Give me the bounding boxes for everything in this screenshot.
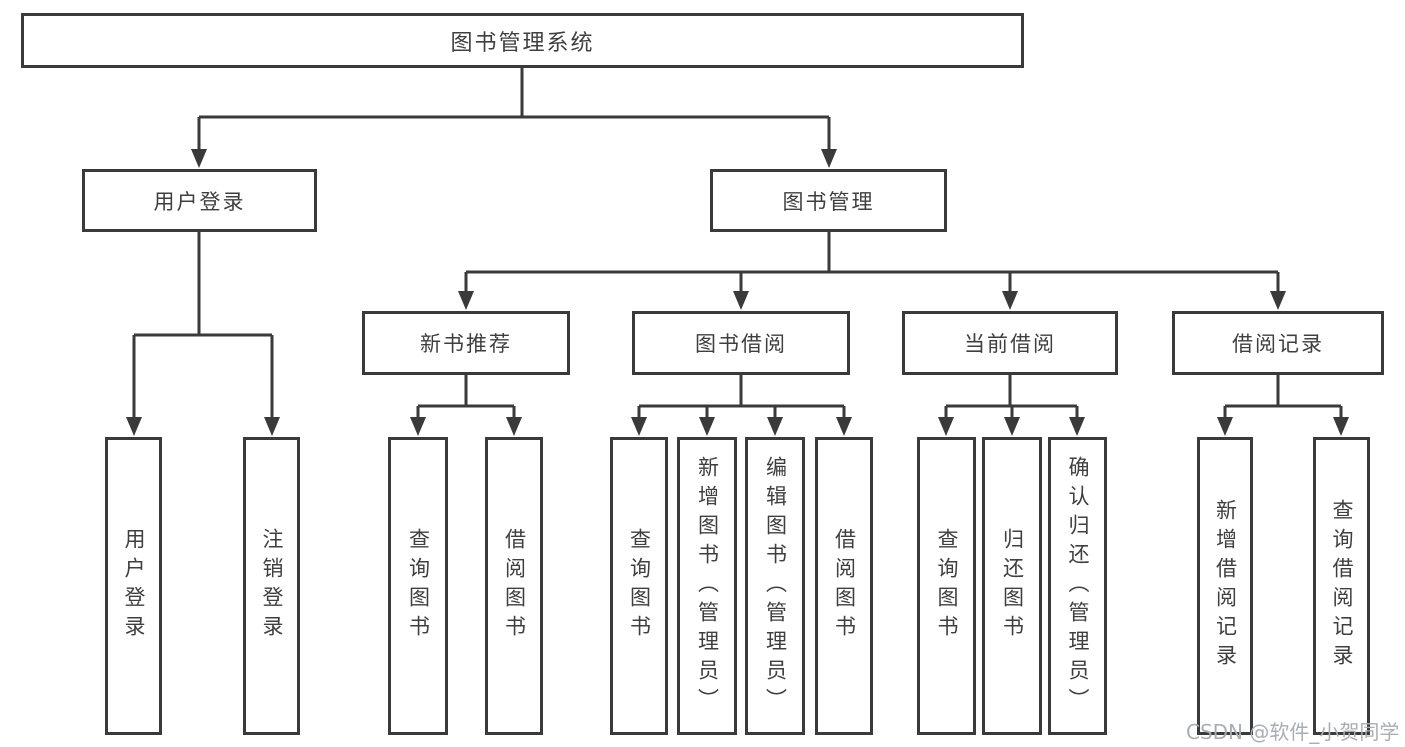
leaf-confirm-return-admin: 确认归还（管理员） [1048,437,1107,735]
node-label: 注销登录 [260,528,284,644]
node-label: 图书管理 [782,189,875,214]
leaf-query-borrow-record: 查询借阅记录 [1313,437,1370,735]
node-book-management: 图书管理 [710,169,947,232]
node-new-book-recommend: 新书推荐 [362,311,570,375]
node-label: 查询图书 [935,528,959,644]
csdn-watermark: CSDN @软件_小贺同学 [1186,720,1400,744]
node-label: 借阅记录 [1232,332,1324,356]
node-label: 图书管理系统 [450,30,595,56]
leaf-borrow-books-recommend: 借阅图书 [485,437,543,735]
node-book-borrowing: 图书借阅 [632,311,850,375]
leaf-edit-book-admin: 编辑图书（管理员） [745,437,805,735]
node-label: 用户登录 [122,528,146,644]
leaf-add-borrow-record: 新增借阅记录 [1197,437,1253,735]
node-label: 查询图书 [627,528,652,644]
node-library-management-system: 图书管理系统 [21,13,1024,68]
node-borrowing-records: 借阅记录 [1172,311,1384,375]
leaf-user-login: 用户登录 [105,437,162,735]
node-label: 借阅图书 [832,528,857,644]
leaf-borrow-books: 借阅图书 [815,437,873,735]
leaf-return-book: 归还图书 [982,437,1042,735]
node-user-login: 用户登录 [82,169,317,232]
node-label: 编辑图书（管理员） [763,455,788,717]
node-label: 借阅图书 [502,528,527,644]
node-label: 新增图书（管理员） [695,455,720,717]
leaf-logout: 注销登录 [243,437,300,735]
leaf-add-book-admin: 新增图书（管理员） [677,437,737,735]
leaf-query-books-borrowing: 查询图书 [610,437,668,735]
leaf-query-books-current: 查询图书 [917,437,976,735]
leaf-query-books-recommend: 查询图书 [388,437,448,735]
node-label: 查询图书 [406,528,431,644]
node-label: 当前借阅 [964,332,1056,356]
node-label: 图书借阅 [695,332,787,356]
node-label: 确认归还（管理员） [1066,455,1090,717]
node-label: 归还图书 [1000,528,1025,644]
node-label: 新书推荐 [420,332,512,356]
node-current-borrowing: 当前借阅 [902,311,1118,375]
node-label: 用户登录 [153,189,246,214]
node-label: 查询借阅记录 [1330,499,1354,673]
node-label: 新增借阅记录 [1213,499,1238,673]
